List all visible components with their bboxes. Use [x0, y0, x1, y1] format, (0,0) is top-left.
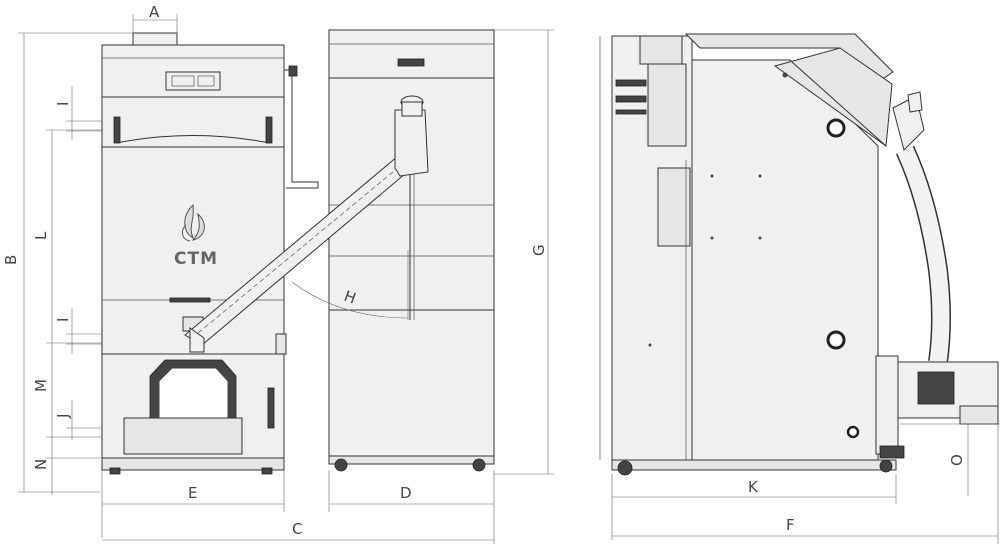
dim-label-i-top: I [54, 102, 72, 106]
dim-label-f: F [786, 516, 795, 534]
dim-label-g: G [530, 244, 548, 256]
dim-label-k: K [748, 478, 759, 496]
brand-label: CTM [174, 249, 218, 269]
dim-label-l: L [32, 231, 50, 240]
front-view: CTM [101, 32, 319, 475]
control-display [165, 71, 221, 91]
flame-logo-icon [181, 203, 205, 242]
flue-outlet [132, 32, 178, 46]
dimension-labels: A B L I I M J N E C D G H K F O [2, 3, 966, 538]
angle-arc [291, 281, 409, 319]
dim-label-a: A [149, 3, 160, 21]
dim-label-b: B [2, 255, 20, 265]
dim-label-m: M [32, 379, 50, 392]
dim-label-n: N [32, 459, 50, 470]
dim-label-o: O [948, 454, 966, 466]
dim-label-c: C [292, 520, 302, 538]
dim-label-d: D [400, 484, 412, 502]
dimension-lines [18, 14, 1000, 544]
dim-label-e: E [188, 484, 197, 502]
feed-auger [184, 95, 429, 353]
side-view [599, 33, 999, 476]
dim-label-j: J [54, 414, 72, 419]
dim-label-i-mid: I [54, 318, 72, 322]
